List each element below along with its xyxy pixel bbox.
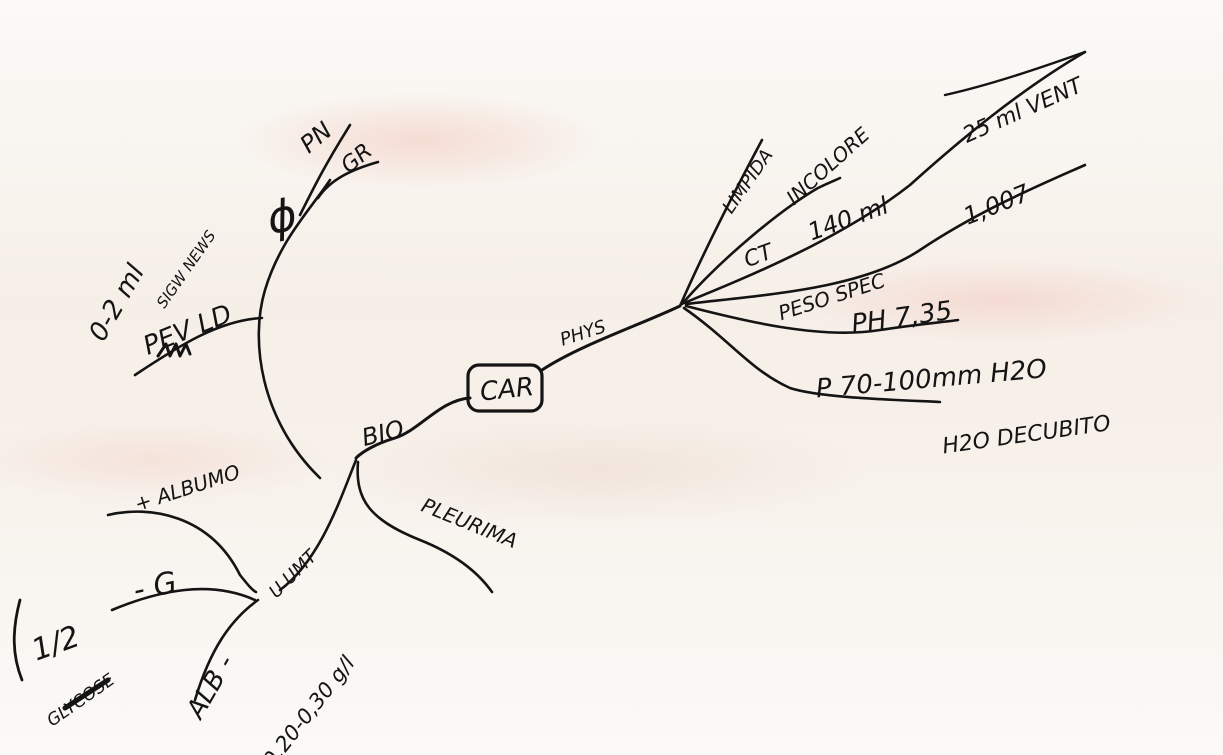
glucose-bracket [12, 598, 24, 682]
phi-gr-label: GR [337, 139, 378, 179]
link-phi-gr [316, 160, 380, 200]
vent-value-label: 25 ml VENT [959, 73, 1088, 149]
minus-g-label: - G [130, 565, 180, 608]
pev-scribble [156, 342, 192, 358]
ct-label: CT [741, 239, 778, 273]
link-alb [193, 598, 260, 702]
phi-label: ϕ [263, 189, 300, 244]
limpida-label: LIMPIDA [718, 145, 777, 217]
link-lower-hub [278, 458, 358, 592]
pev-note-2: SIGW NEWS [153, 227, 220, 312]
pressure-label: P 70-100mm H2O [815, 354, 1048, 404]
link-incolore [680, 176, 842, 306]
peso-value-label: 1,007 [959, 179, 1034, 231]
center-node-label: CAR [479, 372, 536, 407]
link-pressure [682, 306, 942, 404]
phi-pn-label: PN [295, 116, 338, 158]
link-pev [133, 316, 264, 377]
incolore-label: INCOLORE [781, 122, 874, 209]
link-vent-underline [943, 50, 1087, 97]
half-glucose-label-1: 1/2 [27, 619, 84, 668]
albumo-label: + ALBUMO [132, 460, 243, 517]
link-car-bio [354, 396, 472, 460]
alb-value-label: 0,20-0,30 g/l [258, 651, 360, 755]
center-node-box [466, 363, 544, 413]
decubito-label: H2O DECUBITO [941, 411, 1112, 459]
link-limpida [678, 138, 764, 308]
ct-value-label: 140 ml [804, 191, 892, 246]
right-hub-label: PHYS [558, 316, 609, 350]
link-phi-pn [298, 123, 352, 217]
pleurisia-label: PLEURIMA [418, 493, 521, 553]
link-phi-trunk [257, 178, 332, 480]
half-glucose-label-2: GLYCOSE [43, 670, 118, 731]
ph-label: PH 7,35 [850, 296, 955, 340]
link-pleurisia [356, 460, 494, 594]
link-minus-g [110, 587, 257, 612]
link-car-phys [540, 304, 682, 372]
alb-label: ALB - [180, 650, 241, 725]
link-albumo [106, 510, 258, 594]
left-hub-label: BIO [359, 415, 407, 452]
glucose-underline [62, 677, 111, 711]
link-ct [682, 50, 1087, 305]
link-peso [684, 163, 1087, 306]
link-ph [684, 304, 960, 334]
